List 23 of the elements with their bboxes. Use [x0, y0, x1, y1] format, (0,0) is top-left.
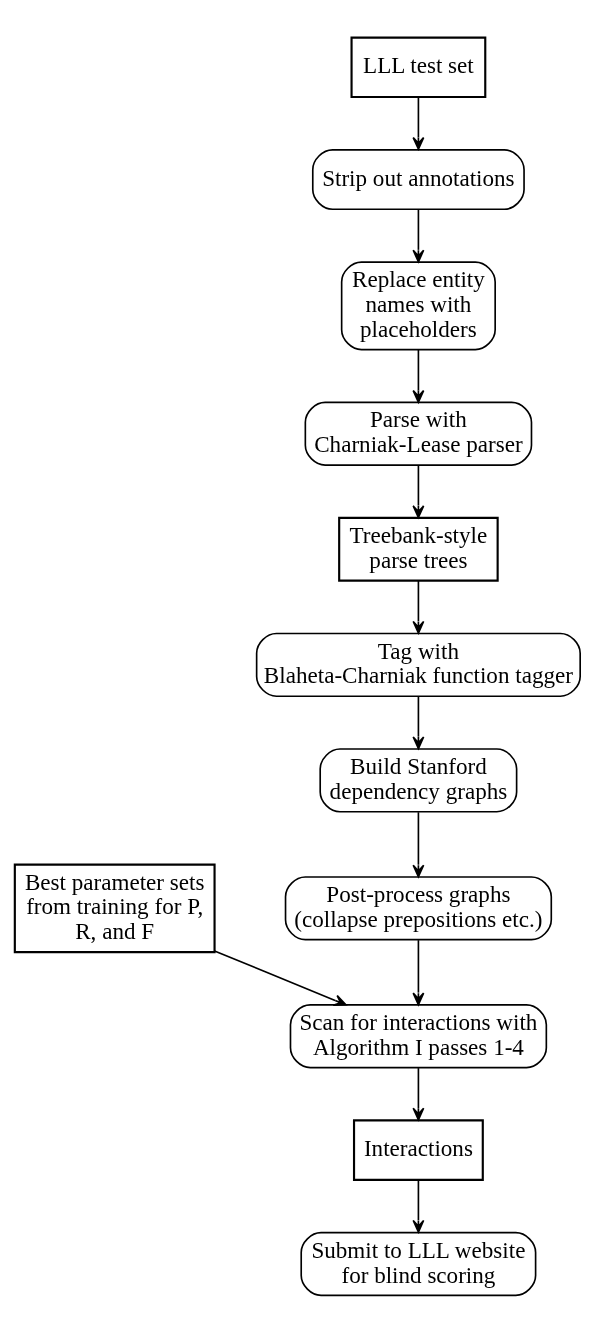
arrow: [412, 96, 425, 150]
node-box: LLL test set: [350, 36, 487, 98]
arrow: [412, 208, 425, 263]
arrow: [412, 464, 425, 518]
node-box: Strip out annotations: [311, 148, 525, 210]
arrow: [213, 949, 347, 1006]
node-box: Parse with Charniak-Lease parser: [304, 401, 533, 466]
arrow: [412, 938, 425, 1006]
node-box: Scan for interactions with Algorithm I passes 1-4: [289, 1003, 548, 1068]
node-box: Tag with Blaheta-Charniak function tagger: [255, 632, 581, 697]
node-box: Interactions: [352, 1118, 484, 1181]
node-box: Build Stanford dependency graphs: [319, 747, 518, 813]
node-box: Submit to LLL website for blind scoring: [300, 1231, 537, 1296]
node-box: Best parameter sets from training for P, R, and F: [13, 863, 216, 953]
node-box: Post-process graphs (collapse prepositions etc.): [284, 875, 553, 940]
node-box: Replace entity names with placeholders: [340, 260, 496, 350]
arrow: [412, 810, 425, 878]
node-box: Treebank-style parse trees: [338, 516, 499, 582]
arrow: [412, 348, 425, 403]
arrow: [412, 1178, 425, 1233]
arrow: [412, 695, 425, 749]
arrow: [412, 579, 425, 634]
arrow: [412, 1066, 425, 1121]
